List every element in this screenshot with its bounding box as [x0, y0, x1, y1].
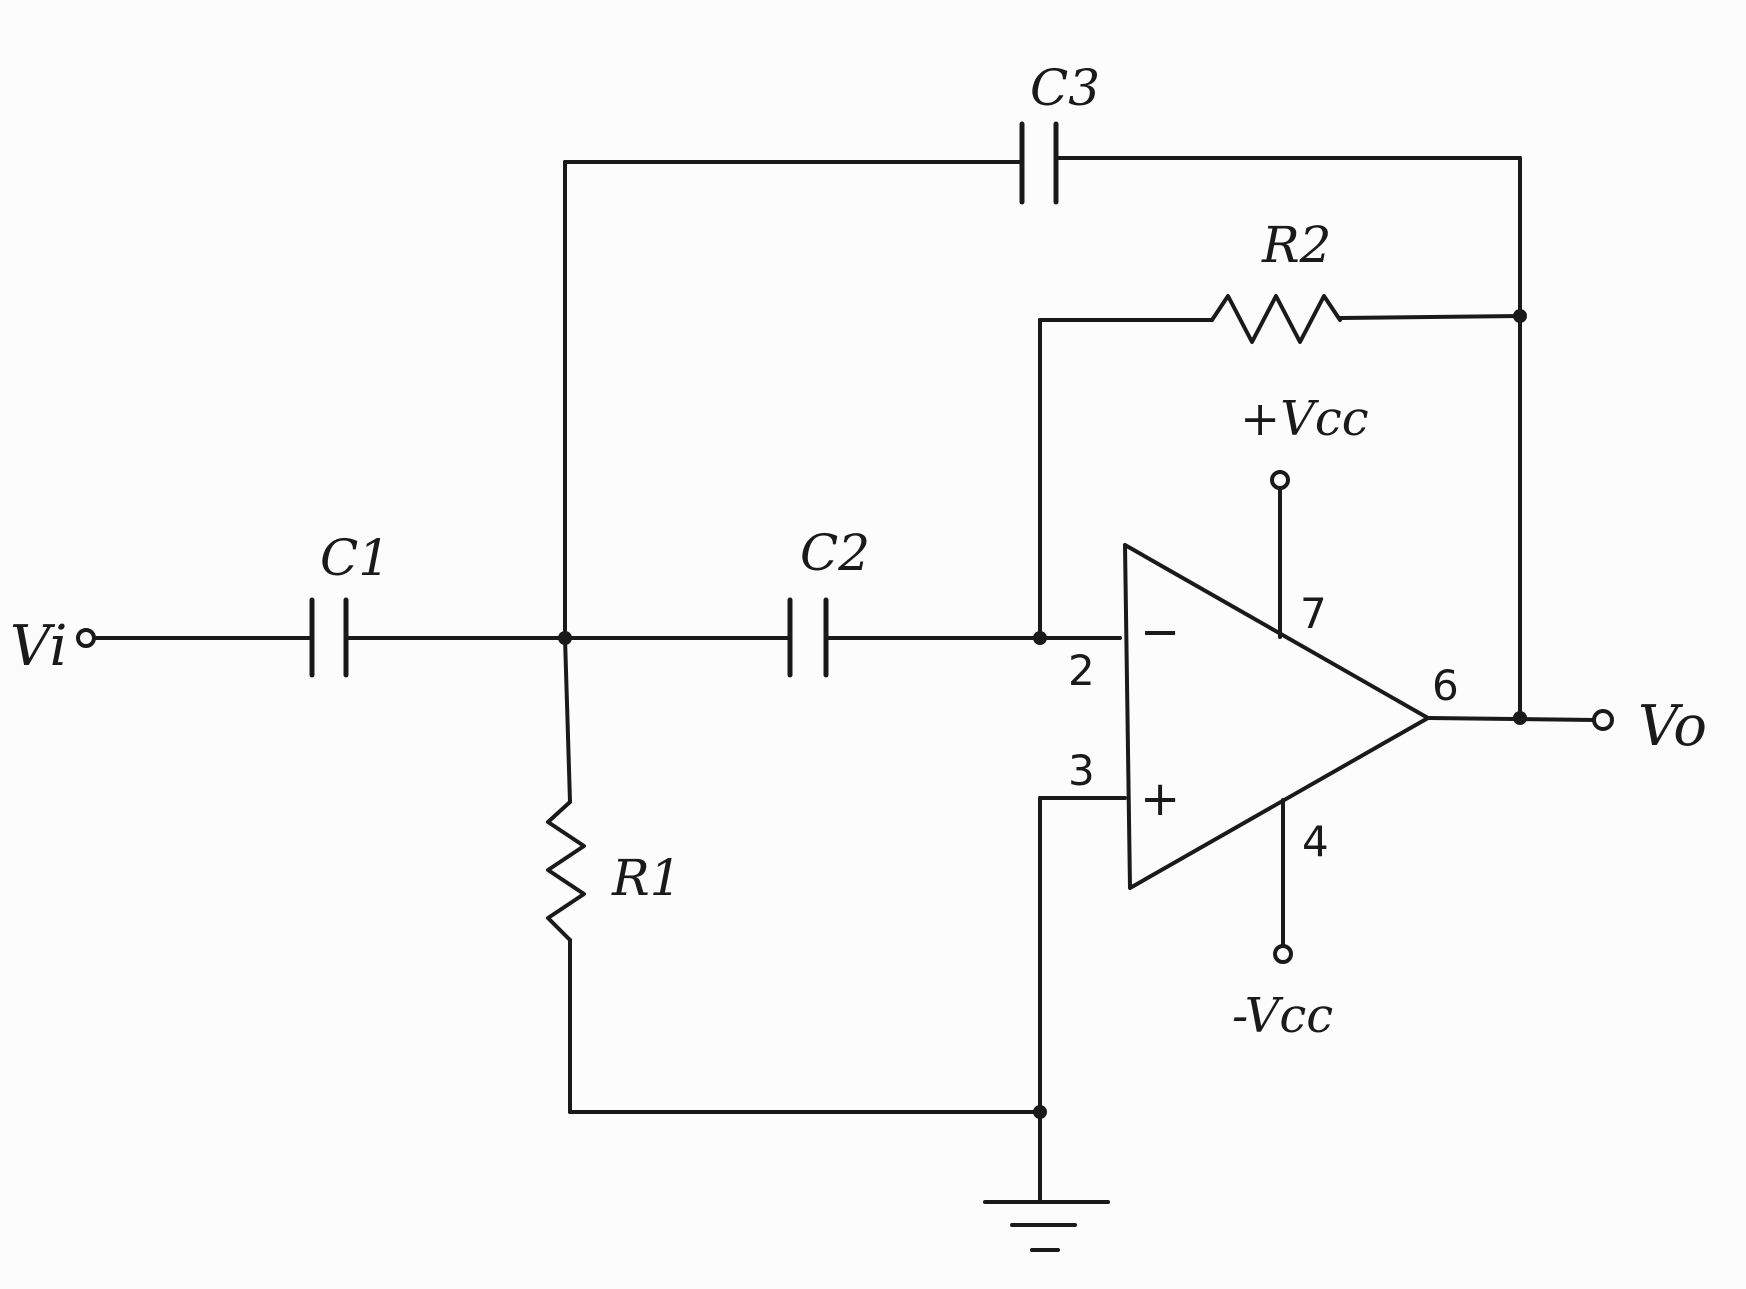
label-c3: C3 [1030, 59, 1100, 117]
output-terminal [1592, 709, 1614, 731]
opamp-plus-sign: + [1140, 771, 1180, 827]
pin-7: 7 [1300, 589, 1327, 638]
capacitor-c3 [1019, 121, 1059, 205]
label-c2: C2 [800, 524, 870, 582]
vcc-neg-terminal [1273, 944, 1293, 964]
label-r2: R2 [1261, 216, 1331, 274]
ground-symbol [983, 1110, 1110, 1252]
pin-4: 4 [1302, 817, 1329, 866]
label-c1: C1 [320, 529, 390, 587]
vcc-pos-terminal [1270, 470, 1290, 490]
junction-r2-rail [1513, 309, 1527, 323]
capacitor-c2 [787, 597, 829, 678]
capacitor-c1 [309, 597, 349, 678]
junction-node-b [1033, 631, 1047, 645]
input-terminal [76, 628, 96, 648]
junction-ground [1033, 1105, 1047, 1119]
junction-node-a [558, 631, 572, 645]
pin-2: 2 [1068, 646, 1095, 695]
opamp [1123, 543, 1430, 890]
resistor-r2 [1038, 294, 1522, 640]
pin-6: 6 [1432, 661, 1459, 710]
supply-positive [1270, 470, 1290, 639]
label-vo: Vo [1638, 694, 1707, 759]
junction-output [1513, 711, 1527, 725]
pin-3: 3 [1068, 746, 1095, 795]
supply-negative [1273, 798, 1293, 964]
output-wire [1426, 716, 1597, 722]
label-vcc-neg: -Vcc [1232, 988, 1333, 1044]
label-vcc-pos: +Vcc [1240, 391, 1369, 447]
input-wire [76, 628, 312, 648]
label-r1: R1 [611, 849, 681, 907]
opamp-minus-sign: − [1140, 604, 1180, 660]
label-vi: Vi [10, 614, 67, 679]
resistor-r1 [546, 636, 1042, 1114]
